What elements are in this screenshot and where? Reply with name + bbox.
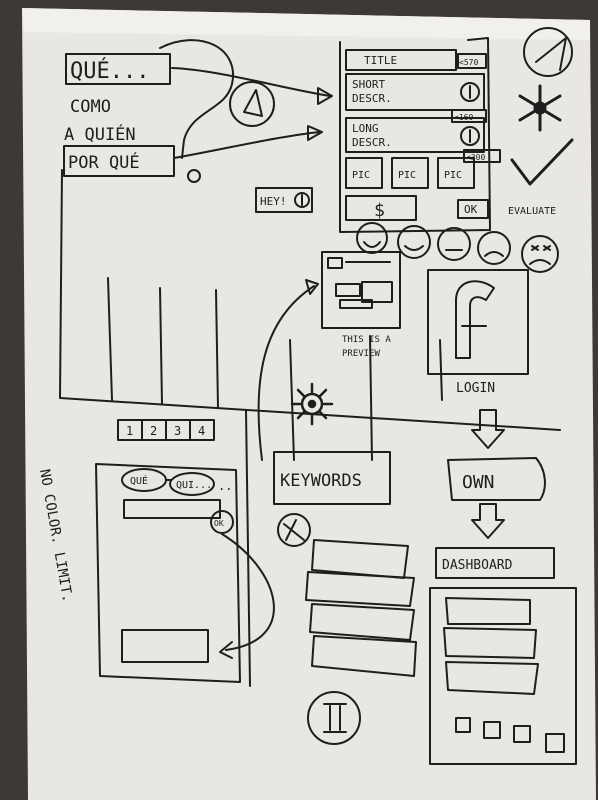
short-descr-label-1: SHORT	[352, 78, 385, 91]
price-symbol: $	[374, 200, 385, 221]
title-label: TITLE	[364, 54, 397, 67]
pause-circle-icon	[307, 691, 361, 745]
long-limit-badge	[451, 109, 487, 123]
pic-label-3: PIC	[444, 170, 462, 181]
question-como: COMO	[70, 97, 111, 117]
dashboard-label: DASHBOARD	[442, 558, 513, 573]
question-por-que: POR QUÉ	[68, 151, 140, 173]
preview-sheet	[321, 251, 401, 329]
list-item-4	[311, 635, 417, 677]
pic-limit: <300	[466, 153, 485, 162]
arrow-down-icon-2	[471, 503, 505, 539]
ok-label: OK	[464, 203, 478, 216]
question-a-quien: A QUIÉN	[64, 123, 136, 145]
ok-button	[457, 199, 489, 219]
pic-label-2: PIC	[398, 170, 416, 181]
long-descr-field	[345, 117, 485, 153]
check-icon	[510, 138, 574, 186]
price-field	[345, 195, 417, 221]
step-1: 1	[126, 424, 133, 438]
pic-limit-badge	[463, 149, 501, 163]
flow-bubble-qui: QUI...	[176, 480, 212, 491]
own-label: OWN	[462, 472, 495, 493]
compass-icon	[229, 81, 275, 127]
dashboard-box	[435, 547, 555, 579]
step-4: 4	[198, 424, 205, 438]
flow-ellipsis: ...	[218, 479, 240, 493]
list-item-2	[305, 571, 415, 607]
title-limit: <570	[459, 58, 478, 67]
long-descr-label-1: LONG	[352, 122, 379, 135]
list-item-3	[309, 603, 415, 641]
short-descr-field	[345, 73, 485, 111]
flow-ok: OK	[214, 519, 224, 528]
evaluate-label: EVALUATE	[508, 206, 556, 217]
keywords-label: KEYWORDS	[280, 471, 362, 491]
title-field	[345, 49, 457, 71]
keywords-box	[273, 451, 391, 505]
long-limit: <160	[454, 113, 473, 122]
pic-box-1	[345, 157, 383, 189]
dashboard-mock	[429, 587, 577, 765]
asterisk-icon	[518, 84, 562, 132]
step-2: 2	[150, 424, 157, 438]
pic-box-2	[391, 157, 429, 189]
que-box	[65, 53, 171, 85]
flow-bubble-que: QUÉ	[130, 474, 148, 487]
pic-box-3	[437, 157, 475, 189]
gear-icon	[290, 382, 334, 426]
preview-caption-2: PREVIEW	[342, 349, 381, 359]
arrow-down-icon	[471, 409, 505, 449]
hey-label: HEY!	[260, 195, 287, 208]
long-descr-label-2: DESCR.	[352, 136, 392, 149]
preview-caption-1: THIS IS A	[342, 335, 391, 345]
login-box	[427, 269, 529, 375]
short-descr-label-2: DESCR.	[352, 92, 392, 105]
question-mark-icon	[159, 39, 235, 159]
login-label: LOGIN	[456, 381, 495, 396]
pic-label-1: PIC	[352, 170, 370, 181]
title-limit-badge	[457, 53, 487, 69]
mobile-flow-frame	[95, 463, 241, 683]
own-box	[447, 457, 546, 501]
step-3: 3	[174, 424, 181, 438]
form-frame	[339, 37, 491, 233]
por-que-box	[63, 145, 175, 177]
rating-faces	[356, 222, 559, 273]
facebook-icon	[455, 280, 495, 359]
hey-box	[255, 187, 313, 213]
question-que: QUÉ...	[70, 58, 149, 84]
